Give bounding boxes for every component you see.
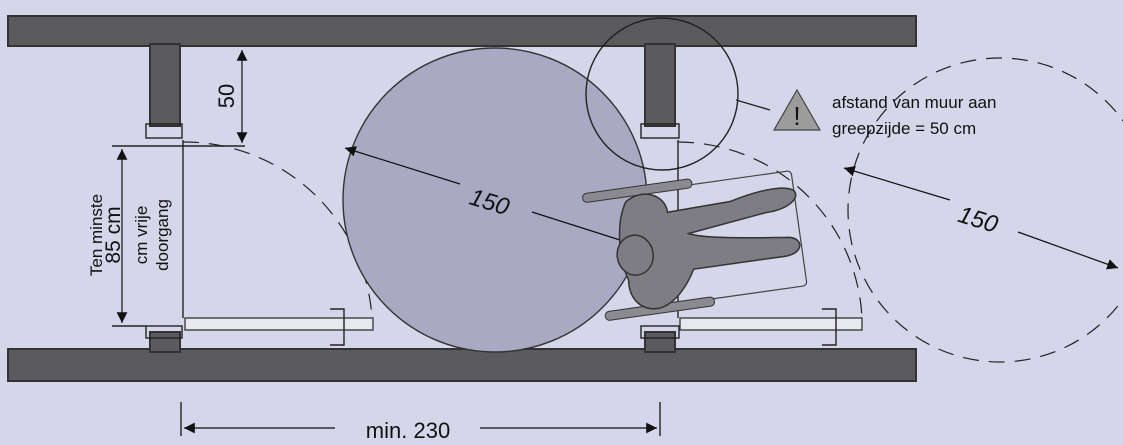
right-door-post-bottom [644,331,676,353]
left-door-leaf [184,317,374,331]
left-door-handle [330,308,345,346]
left-door-swing-arc [182,141,373,319]
person-head [616,234,654,276]
left-door-frame-top [145,123,183,139]
right-door-frame-top [640,123,680,139]
right-door-handle [822,308,837,346]
warning-magnifier-circle [585,17,739,171]
left-door-post-bottom [149,331,181,353]
person-body [618,187,801,310]
right-door-swing-arc [677,141,863,319]
handle-clearance-label: 50 [214,84,239,108]
door-width-label-2: 85 cm [102,206,125,263]
turning-circle-dashed [847,57,1123,363]
top-wall [7,15,917,47]
turning-radius-arrow-right-b [1017,231,1119,270]
warning-leader-line [735,99,771,111]
wheelchair-user [582,170,808,321]
right-door-post-top [644,43,676,127]
bottom-wall [7,348,917,382]
turning-diameter-label-right: 150 [955,201,1002,239]
turning-radius-line-left [531,211,621,241]
turning-radius-arrow-right-a [843,165,951,201]
warning-symbol: ! [793,101,800,131]
door-width-label-3: cm vrije [132,206,151,265]
right-door-leaf [679,317,863,331]
door-width-label-4: doorgang [153,199,172,271]
warning-text-line2: greepzijde = 50 cm [832,119,976,138]
left-door-post-top [149,43,181,127]
right-door-frame-bottom [640,325,680,339]
min-length-label: min. 230 [366,418,450,440]
turning-radius-arrow-left [344,146,461,185]
warning-icon [772,88,822,131]
warning-text-line1: afstand van muur aan [832,93,996,112]
left-door-frame-bottom [145,325,183,339]
door-width-label-1: Ten minste [87,194,106,276]
